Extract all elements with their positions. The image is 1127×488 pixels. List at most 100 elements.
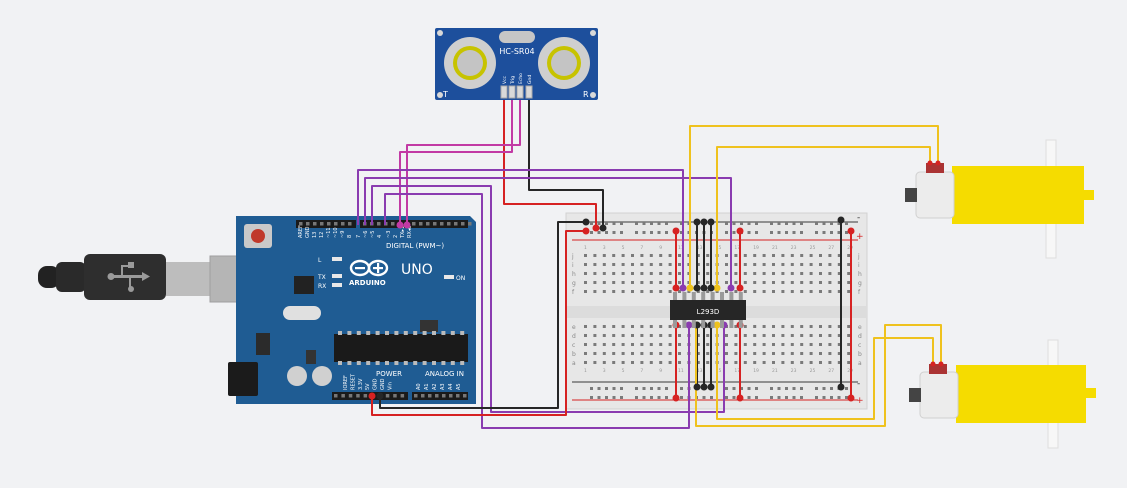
breadboard-hole[interactable] [631, 361, 634, 364]
breadboard-hole[interactable] [809, 254, 813, 257]
rail-hole[interactable] [657, 222, 661, 225]
breadboard-hole[interactable] [659, 325, 663, 328]
rail-hole[interactable] [680, 222, 683, 225]
rail-hole[interactable] [845, 396, 848, 399]
breadboard-hole[interactable] [612, 272, 616, 275]
rail-hole[interactable] [755, 231, 758, 234]
breadboard-hole[interactable] [753, 281, 757, 284]
rail-hole[interactable] [732, 396, 736, 399]
breadboard-hole[interactable] [715, 290, 719, 293]
rail-hole[interactable] [680, 231, 683, 234]
breadboard-hole[interactable] [678, 325, 681, 328]
breadboard-hole[interactable] [593, 343, 597, 346]
rail-hole[interactable] [822, 387, 826, 390]
breadboard-hole[interactable] [612, 281, 616, 284]
rail-hole[interactable] [702, 396, 706, 399]
breadboard-hole[interactable] [621, 352, 625, 355]
rail-hole[interactable] [605, 396, 608, 399]
pin-hole[interactable] [468, 222, 472, 226]
breadboard-hole[interactable] [762, 325, 766, 328]
rail-hole[interactable] [665, 387, 668, 390]
breadboard-hole[interactable] [584, 290, 587, 293]
rail-hole[interactable] [755, 222, 758, 225]
breadboard-hole[interactable] [584, 325, 587, 328]
breadboard-hole[interactable] [828, 343, 832, 346]
breadboard-hole[interactable] [762, 272, 766, 275]
breadboard-hole[interactable] [847, 343, 851, 346]
rail-hole[interactable] [792, 222, 796, 225]
breadboard-hole[interactable] [706, 334, 710, 337]
breadboard-hole[interactable] [753, 290, 757, 293]
breadboard-hole[interactable] [668, 254, 672, 257]
breadboard-hole[interactable] [640, 254, 644, 257]
breadboard-hole[interactable] [753, 334, 757, 337]
rail-hole[interactable] [755, 396, 758, 399]
sensor-pin[interactable] [500, 85, 508, 99]
rail-hole[interactable] [620, 387, 623, 390]
rail-hole[interactable] [597, 231, 601, 234]
breadboard-hole[interactable] [668, 334, 672, 337]
breadboard-hole[interactable] [762, 343, 766, 346]
breadboard-hole[interactable] [753, 343, 757, 346]
breadboard-hole[interactable] [678, 334, 681, 337]
breadboard-hole[interactable] [659, 272, 663, 275]
breadboard-hole[interactable] [837, 290, 841, 293]
rail-hole[interactable] [792, 231, 796, 234]
breadboard-hole[interactable] [800, 290, 804, 293]
pin-hole[interactable] [414, 394, 418, 398]
rail-hole[interactable] [770, 231, 773, 234]
rail-hole[interactable] [612, 396, 616, 399]
rail-hole[interactable] [597, 222, 601, 225]
breadboard-hole[interactable] [602, 325, 606, 328]
breadboard-hole[interactable] [837, 343, 841, 346]
breadboard-hole[interactable] [678, 263, 681, 266]
rail-hole[interactable] [740, 387, 743, 390]
breadboard-hole[interactable] [612, 334, 616, 337]
breadboard-hole[interactable] [612, 361, 616, 364]
breadboard-hole[interactable] [584, 281, 587, 284]
breadboard-hole[interactable] [828, 254, 832, 257]
breadboard-hole[interactable] [743, 281, 747, 284]
rail-hole[interactable] [747, 396, 751, 399]
breadboard-hole[interactable] [668, 281, 672, 284]
breadboard-hole[interactable] [593, 263, 597, 266]
breadboard-hole[interactable] [621, 272, 625, 275]
wire-pwm-10[interactable] [364, 177, 732, 288]
breadboard-hole[interactable] [800, 325, 804, 328]
breadboard-hole[interactable] [640, 290, 644, 293]
rail-hole[interactable] [725, 222, 728, 225]
breadboard-hole[interactable] [847, 325, 851, 328]
breadboard-hole[interactable] [790, 263, 794, 266]
breadboard-hole[interactable] [602, 272, 606, 275]
breadboard-hole[interactable] [809, 272, 813, 275]
rail-hole[interactable] [845, 231, 848, 234]
breadboard-hole[interactable] [696, 361, 700, 364]
pin-hole[interactable] [393, 394, 397, 398]
breadboard-hole[interactable] [753, 272, 757, 275]
rail-hole[interactable] [710, 396, 713, 399]
breadboard-hole[interactable] [828, 272, 832, 275]
rail-hole[interactable] [837, 396, 841, 399]
pin-hole[interactable] [348, 394, 353, 398]
breadboard-hole[interactable] [819, 254, 822, 257]
breadboard-hole[interactable] [828, 361, 832, 364]
breadboard-hole[interactable] [837, 334, 841, 337]
breadboard-hole[interactable] [631, 325, 634, 328]
breadboard-hole[interactable] [743, 352, 747, 355]
breadboard-hole[interactable] [593, 272, 597, 275]
breadboard-hole[interactable] [602, 281, 606, 284]
rail-hole[interactable] [597, 387, 601, 390]
breadboard-hole[interactable] [781, 352, 785, 355]
breadboard-hole[interactable] [696, 290, 700, 293]
breadboard-hole[interactable] [696, 281, 700, 284]
breadboard-hole[interactable] [753, 325, 757, 328]
sensor-pin[interactable] [516, 85, 524, 99]
wire-pwm-9[interactable] [371, 185, 725, 413]
breadboard-hole[interactable] [819, 290, 822, 293]
breadboard-hole[interactable] [790, 361, 794, 364]
sensor-pin[interactable] [525, 85, 533, 99]
breadboard-hole[interactable] [687, 290, 691, 293]
breadboard-hole[interactable] [725, 272, 728, 275]
